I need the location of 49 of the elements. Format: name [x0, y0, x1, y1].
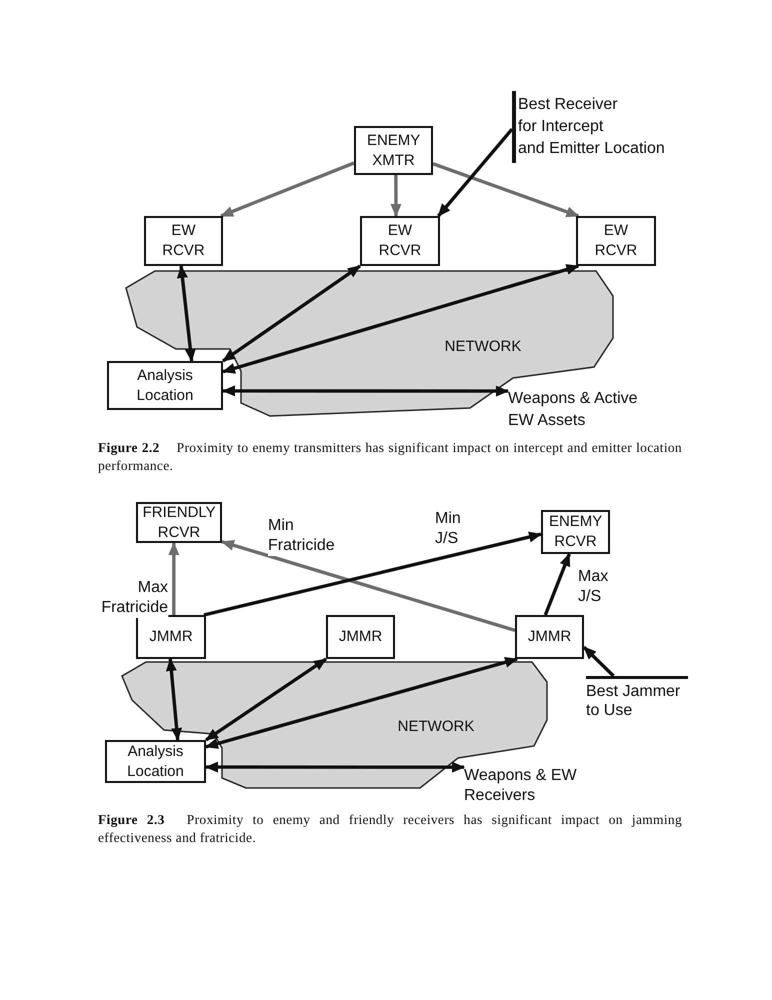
leader-arrow	[437, 128, 514, 218]
arrow	[390, 175, 402, 217]
process-box	[107, 361, 223, 410]
annotation-text: Weapons & Active EW Assets	[508, 388, 653, 432]
process-box	[541, 510, 610, 554]
node-label: ENEMY RCVR	[548, 512, 602, 552]
arrow	[204, 532, 542, 617]
callout-label: Best Receiver for Intercept and Emitter Location	[512, 91, 672, 163]
double-arrow	[222, 385, 509, 397]
process-box	[576, 216, 656, 266]
edge-label: Min Fratricide	[268, 516, 335, 556]
node-label: EW RCVR	[594, 221, 638, 261]
node-label: JMMR	[338, 627, 382, 647]
double-arrow	[222, 264, 580, 374]
callout-label: Best Jammer to Use	[586, 676, 688, 720]
double-arrow	[205, 656, 518, 749]
double-arrow	[205, 762, 465, 773]
region-label: NETWORK	[444, 338, 522, 356]
process-box	[136, 502, 222, 543]
node-label: JMMR	[528, 627, 572, 647]
process-box	[354, 126, 433, 175]
double-arrow	[205, 658, 327, 742]
arrow	[544, 553, 571, 616]
node-label: FRIENDLY RCVR	[142, 502, 216, 542]
node-label: Analysis Location	[136, 366, 194, 406]
process-box	[360, 216, 440, 266]
arrow	[168, 542, 180, 615]
process-box	[105, 740, 206, 783]
arrow	[432, 162, 580, 218]
double-arrow	[177, 265, 196, 362]
double-arrow	[166, 658, 182, 741]
edge-label: Max Fratricide	[101, 578, 168, 618]
node-label: JMMR	[149, 627, 193, 647]
figure-caption: Figure 2.2 Proximity to enemy transmitters has significant impact on intercept and emitter location performance.	[98, 439, 682, 474]
annotation-text: Weapons & EW Receivers	[464, 766, 584, 806]
node-label: ENEMY XMTR	[366, 130, 420, 170]
figure-caption: Figure 2.3 Proximity to enemy and friendly receivers has significant impact on jamming effectiveness and fratricide.	[98, 811, 682, 846]
process-box	[515, 615, 584, 659]
process-box	[144, 216, 223, 266]
node-label: Analysis Location	[127, 742, 184, 782]
node-label: EW RCVR	[378, 221, 422, 261]
leader-arrow	[582, 646, 615, 678]
process-box	[326, 615, 395, 659]
region-label: NETWORK	[398, 718, 474, 736]
double-arrow	[222, 264, 361, 362]
arrow	[221, 540, 516, 632]
arrow	[220, 161, 355, 218]
node-label: EW RCVR	[162, 221, 205, 261]
process-box	[136, 615, 206, 659]
